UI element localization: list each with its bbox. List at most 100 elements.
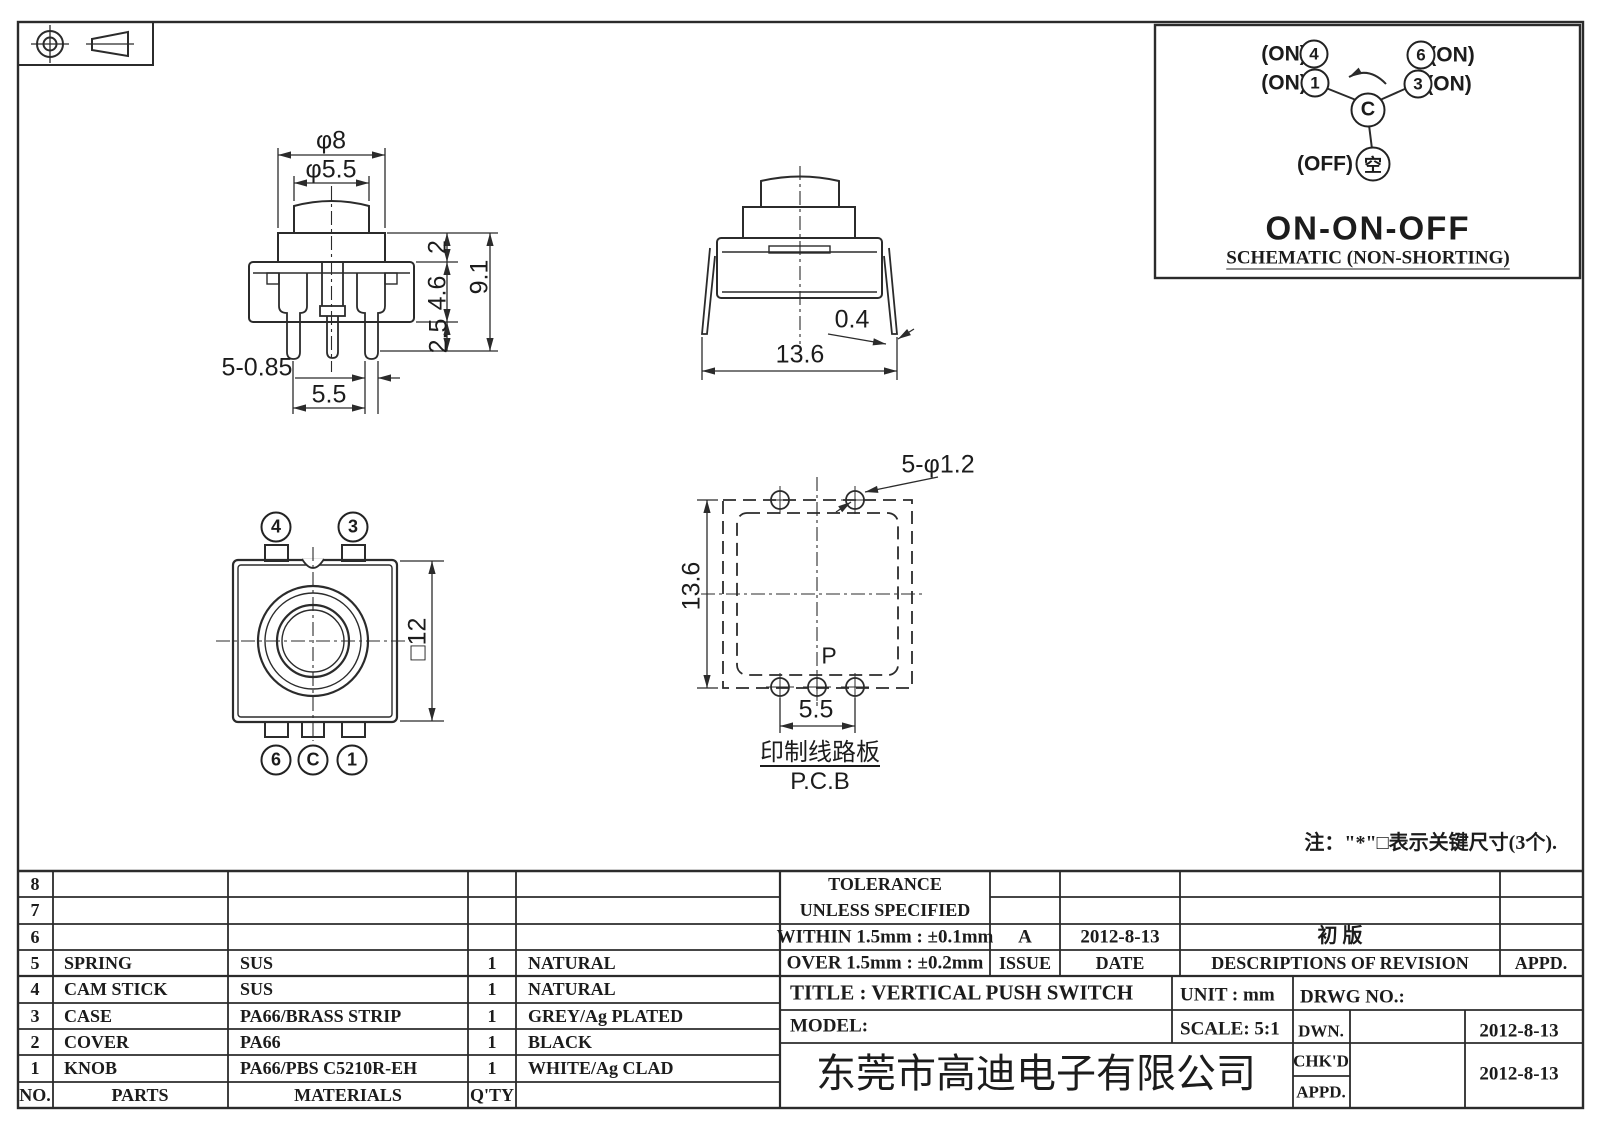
parts-row-qty: 1 [487,979,497,999]
parts-row-material: PA66/BRASS STRIP [240,1006,402,1026]
schematic-on-label-1: (ON) [1261,71,1307,95]
parts-row-no: 1 [30,1058,40,1078]
pcb-p-label: P [821,642,837,669]
parts-row-material: PA66 [240,1032,281,1052]
schematic-on-label-6: (ON) [1429,43,1475,67]
tolerance-title: TOLERANCE [828,874,942,894]
parts-row-name: CAM STICK [64,979,168,999]
bottom-terminal-c: C [297,744,329,776]
tolerance-over: OVER 1.5mm : ±0.2mm [786,952,984,974]
parts-row-material: SUS [240,979,274,999]
pcb-caption-en: P.C.B [790,768,850,795]
sheet-border [16,20,1585,1110]
parts-row-finish: GREY/Ag PLATED [528,1006,684,1026]
schematic-terminal-3: 3 [1403,69,1433,99]
revision-description-value: 初 版 [1317,925,1363,947]
issue-date-value: 2012-8-13 [1080,926,1160,948]
front-dim-outer-diameter: φ8 [315,126,347,155]
revision-description-header: DESCRIPTIONS OF REVISION [1211,953,1469,973]
parts-row-finish: BLACK [528,1032,593,1052]
parts-row-finish: NATURAL [528,979,616,999]
bottom-terminal-3: 3 [337,511,369,543]
parts-row-no: 8 [30,874,40,894]
title-block-grid [18,869,1583,1108]
issue-header: ISSUE [998,953,1052,973]
parts-row-no: 3 [30,1006,40,1026]
schematic-title: ON-ON-OFF [1265,209,1471,247]
schematic-on-label-4: (ON) [1261,42,1307,66]
schematic-terminal-1: 1 [1300,68,1330,98]
tolerance-within: WITHIN 1.5mm : ±0.1mm [776,926,994,948]
pcb-dim-height: 13.6 [677,561,706,611]
revision-appd-header: APPD. [1514,953,1568,973]
parts-row-no: 6 [30,927,40,947]
parts-header-qty: Q'TY [469,1085,515,1105]
side-view [701,166,915,380]
pcb-holes [766,486,869,701]
side-dim-lead-span: 13.6 [775,340,825,369]
parts-row-name: CASE [64,1006,113,1026]
parts-row-name: SPRING [64,953,133,973]
side-dim-lead-thickness: 0.4 [834,305,870,334]
front-dim-total-height: 9.1 [465,259,494,295]
parts-row-material: SUS [240,953,274,973]
chkd-date: 2012-8-13 [1479,1063,1559,1085]
chkd-label: CHK'D [1293,1051,1349,1071]
front-dim-knob-diameter: φ5.5 [305,155,357,184]
date-header: DATE [1095,953,1145,973]
key-dimension-note: 注："*"□表示关键尺寸(3个). [1304,832,1557,854]
parts-row-name: KNOB [64,1058,118,1078]
parts-row-no: 7 [30,900,40,920]
bottom-terminal-4: 4 [260,511,292,543]
parts-row-name: COVER [64,1032,130,1052]
tolerance-subtitle: UNLESS SPECIFIED [799,900,971,920]
parts-row-qty: 1 [487,1006,497,1026]
schematic-diagram [1153,23,1582,280]
front-dim-step-height: 2 [423,240,452,254]
front-dim-pin-length: 2.5 [424,318,453,354]
drawing-title: TITLE : VERTICAL PUSH SWITCH [790,980,1134,1005]
issue-value: A [1018,926,1032,948]
parts-row-finish: WHITE/Ag CLAD [528,1058,674,1078]
bottom-terminal-1: 1 [336,744,368,776]
parts-header-materials: MATERIALS [294,1085,402,1105]
schematic-terminal-4: 4 [1299,39,1329,69]
parts-row-no: 4 [30,979,40,999]
appd-label: APPD. [1296,1082,1346,1102]
schematic-terminal-6: 6 [1406,40,1436,70]
schematic-on-label-3: (ON) [1426,72,1472,96]
projection-symbol-icon [17,21,154,66]
parts-header-parts: PARTS [111,1085,169,1105]
front-view [248,148,498,414]
parts-row-qty: 1 [487,1058,497,1078]
parts-row-qty: 1 [487,953,497,973]
front-dim-body-height: 4.6 [423,275,452,311]
schematic-subtitle: SCHEMATIC (NON-SHORTING) [1226,247,1510,269]
parts-row-qty: 1 [487,1032,497,1052]
parts-row-no: 5 [30,953,40,973]
pcb-dim-hole-spec: 5-φ1.2 [901,450,975,479]
schematic-off-terminal: 空 [1355,146,1391,182]
parts-header-no: NO. [19,1085,51,1105]
drwg-no-field: DRWG NO.: [1300,986,1405,1008]
pcb-dim-pitch: 5.5 [798,695,834,724]
bottom-dim-size: □12 [403,617,432,661]
pcb-caption-cn: 印制线路板 [760,739,880,766]
front-dim-pin-spec: 5-0.85 [221,353,293,382]
model-field: MODEL: [790,1015,869,1037]
schematic-off-label: (OFF) [1297,152,1353,176]
parts-row-material: PA66/PBS C5210R-EH [240,1058,418,1078]
scale-field: SCALE: 5:1 [1180,1018,1280,1040]
unit-field: UNIT : mm [1180,984,1275,1006]
parts-row-no: 2 [30,1032,40,1052]
front-dim-pin-pitch: 5.5 [311,380,347,409]
schematic-common-terminal: C [1350,92,1386,128]
pcb-layout-view [697,476,939,733]
parts-row-finish: NATURAL [528,953,616,973]
company-name: 东莞市高迪电子有限公司 [816,1052,1256,1096]
bottom-view [216,544,444,741]
dwn-label: DWN. [1298,1021,1344,1041]
dwn-date: 2012-8-13 [1479,1020,1559,1042]
